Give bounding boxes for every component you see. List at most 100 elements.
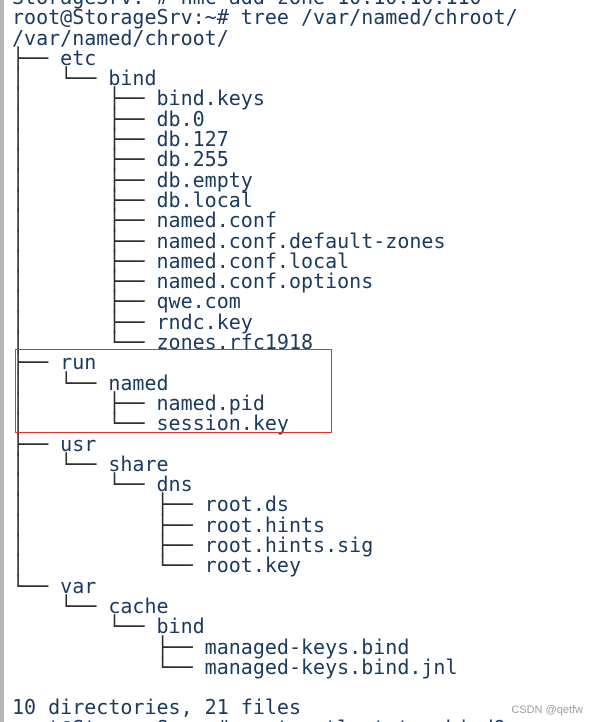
terminal-line-text: bind xyxy=(156,614,205,639)
terminal-line: └── managed-keys.bind.jnl xyxy=(12,657,518,677)
terminal-line-text: managed-keys.bind xyxy=(204,634,410,659)
terminal-line-text: db.127 xyxy=(156,127,229,152)
tree-branch: │ ├── xyxy=(12,106,157,131)
terminal-line: │ ├── db.255 xyxy=(12,149,518,169)
terminal-line-text: StorageSrv:~# nmc add zone 10.10.10.110 xyxy=(12,0,482,9)
terminal-line-text: named xyxy=(108,370,169,395)
tree-branch: ├── xyxy=(12,431,61,456)
terminal-line-text: root.ds xyxy=(204,492,289,517)
tree-branch: ├── xyxy=(12,45,61,70)
terminal-line: ├── managed-keys.bind xyxy=(12,634,518,659)
terminal-line: └── cache xyxy=(12,596,518,616)
terminal-line: └── var xyxy=(12,573,518,598)
terminal-line-text: named.conf xyxy=(156,208,277,233)
terminal-line-text: rndc.key xyxy=(156,309,253,334)
terminal-line-text: named.conf.options xyxy=(156,269,374,294)
terminal-line-text: root.hints xyxy=(204,512,326,537)
tree-branch: ├── xyxy=(12,634,205,659)
tree-branch: └── xyxy=(12,573,61,598)
tree-branch: │ └── xyxy=(12,330,157,355)
tree-branch: │ └── xyxy=(12,472,157,497)
terminal-line-text: named.conf.local xyxy=(156,248,350,273)
terminal-line-text: managed-keys.bind.jnl xyxy=(204,654,458,679)
tree-branch: │ ├── xyxy=(12,167,157,192)
terminal-line-text: /var/named/chroot/ xyxy=(12,25,229,50)
terminal-line-text: db.local xyxy=(156,187,253,212)
terminal-line: root@StorageSrv:~# tree /var/named/chroo… xyxy=(12,7,518,27)
terminal-line: │ ├── root.ds xyxy=(12,494,518,514)
tree-branch: │ └── xyxy=(12,553,205,578)
terminal-line-text: zones.rfc1918 xyxy=(156,330,314,355)
terminal-line: │ ├── named.conf.default-zones xyxy=(12,228,518,253)
terminal-line: │ ├── rndc.key xyxy=(12,312,518,332)
terminal-line-text: qwe.com xyxy=(156,289,241,314)
terminal-line: └── bind xyxy=(12,616,518,636)
terminal-line: │ ├── db.127 xyxy=(12,129,518,149)
terminal-line: │ ├── root.hints.sig xyxy=(12,535,518,555)
tree-branch: └── xyxy=(12,614,157,639)
terminal-line-text: db.empty xyxy=(156,167,253,192)
tree-branch: │ ├── xyxy=(12,228,157,253)
tree-branch: │ ├── xyxy=(12,269,157,294)
terminal-line: │ └── session.key xyxy=(12,413,518,433)
terminal-line: │ └── named xyxy=(12,370,518,395)
terminal-line-text: named.pid xyxy=(156,390,265,415)
terminal-line: StorageSrv:~# nmc add zone 10.10.10.110 xyxy=(12,0,518,7)
terminal-line-text: var xyxy=(60,573,97,598)
terminal-line: 10 directories, 21 files xyxy=(12,697,518,717)
terminal-line-text: bind.keys xyxy=(156,86,265,111)
terminal-line: │ ├── db.local xyxy=(12,190,518,210)
terminal-line-text: 10 directories, 21 files xyxy=(12,695,301,720)
terminal-line: │ ├── db.empty xyxy=(12,170,518,190)
terminal-line: │ └── share xyxy=(12,454,518,474)
terminal-line-text: bind xyxy=(108,66,157,91)
terminal-line-text: root.hints.sig xyxy=(204,533,374,558)
terminal-line-text: root@StorageSrv:~# tree /var/named/chroo… xyxy=(12,5,518,30)
tree-branch: │ └── xyxy=(12,451,109,476)
tree-branch: │ ├── xyxy=(12,86,157,111)
terminal-line: │ └── bind xyxy=(12,68,518,88)
terminal-line: │ ├── db.0 xyxy=(12,109,518,129)
terminal-line-text: run xyxy=(60,350,97,375)
terminal-line: │ ├── named.conf xyxy=(12,210,518,230)
tree-branch: │ ├── xyxy=(12,208,157,233)
terminal-line: │ ├── qwe.com xyxy=(12,291,518,311)
terminal-line: │ └── zones.rfc1918 xyxy=(12,332,518,352)
terminal-line-text: session.key xyxy=(156,411,289,436)
terminal-line-text: dns xyxy=(156,472,193,497)
terminal-line: │ ├── named.conf.options xyxy=(12,271,518,291)
terminal-line: │ ├── named.pid xyxy=(12,393,518,413)
terminal-output: StorageSrv:~# nmc add zone 10.10.10.110r… xyxy=(12,0,518,722)
tree-branch: │ ├── xyxy=(12,533,205,558)
terminal-line-text: db.0 xyxy=(156,106,205,131)
terminal-line: │ ├── named.conf.local xyxy=(12,251,518,271)
tree-branch: │ ├── xyxy=(12,289,157,314)
tree-branch: └── xyxy=(12,654,205,679)
terminal-line-text: db.255 xyxy=(156,147,229,172)
terminal-line-text: cache xyxy=(108,593,169,618)
terminal-line: ├── etc xyxy=(12,48,518,68)
terminal-line: ├── usr xyxy=(12,431,518,456)
terminal-line-text: usr xyxy=(60,431,97,456)
tree-branch: │ ├── xyxy=(12,248,157,273)
tree-branch: │ ├── xyxy=(12,147,157,172)
terminal-line-text: etc xyxy=(60,45,97,70)
tree-branch: │ └── xyxy=(12,66,109,91)
terminal-line-text: root@StorageSrv:~# systemctl status bind… xyxy=(12,716,506,722)
terminal-line: │ └── dns xyxy=(12,474,518,494)
terminal-line: /var/named/chroot/ xyxy=(12,25,518,50)
tree-branch: └── xyxy=(12,593,109,618)
tree-branch: │ ├── xyxy=(12,512,205,537)
terminal-line-text: root.key xyxy=(204,553,301,578)
terminal-line: │ └── root.key xyxy=(12,555,518,575)
tree-branch: │ ├── xyxy=(12,127,157,152)
terminal-line xyxy=(12,677,518,697)
terminal-line-text: named.conf.default-zones xyxy=(156,228,446,253)
watermark: CSDN @qetfw xyxy=(511,704,583,716)
terminal-line: │ ├── bind.keys xyxy=(12,88,518,108)
terminal-line: ├── run xyxy=(12,352,518,372)
tree-branch: ├── xyxy=(12,350,61,375)
tree-branch: │ ├── xyxy=(12,187,157,212)
tree-branch: │ ├── xyxy=(12,309,157,334)
